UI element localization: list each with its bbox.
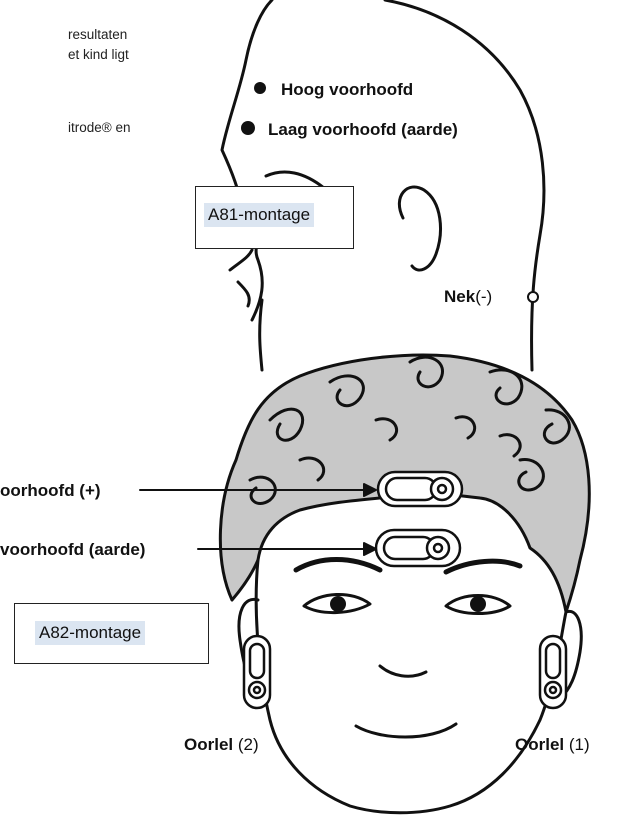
label-right-earlobe: Oorlel (1) xyxy=(515,735,590,755)
label-left-earlobe: Oorlel (2) xyxy=(184,735,259,755)
front-electrode-low xyxy=(376,530,460,566)
label-neck-text: Nek xyxy=(444,287,475,306)
label-low-forehead-front: voorhoofd (aarde) xyxy=(0,540,145,560)
label-neck: Nek(-) xyxy=(444,287,492,307)
front-electrode-left-earlobe xyxy=(244,636,270,708)
side-electrode-low xyxy=(241,121,255,135)
label-left-earlobe-text: Oorlel xyxy=(184,735,233,754)
montage-box-a82: A82-montage xyxy=(14,603,209,664)
front-left-eye xyxy=(304,594,370,612)
front-face-outline xyxy=(256,560,566,813)
side-profile-back xyxy=(385,0,544,370)
side-profile-head xyxy=(222,0,544,370)
front-right-eye xyxy=(446,596,510,614)
front-right-eyebrow xyxy=(446,561,520,572)
side-electrode-neck xyxy=(528,292,538,302)
side-electrode-high xyxy=(254,82,266,94)
montage-box-a81: A81-montage xyxy=(195,186,354,249)
montage-label-a82: A82-montage xyxy=(35,621,145,645)
montage-label-a81: A81-montage xyxy=(204,203,314,227)
label-right-earlobe-text: Oorlel xyxy=(515,735,564,754)
front-nose xyxy=(380,666,426,676)
side-profile-ear xyxy=(399,187,440,270)
label-high-forehead-side: Hoog voorhoofd xyxy=(281,80,413,100)
front-electrode-right-earlobe xyxy=(540,636,566,708)
label-low-forehead-side: Laag voorhoofd (aarde) xyxy=(268,120,458,140)
label-high-forehead-front: oorhoofd (+) xyxy=(0,481,101,501)
side-profile-outline xyxy=(222,0,272,370)
label-left-earlobe-num: (2) xyxy=(238,735,259,754)
front-mouth xyxy=(356,724,456,737)
side-profile-nose xyxy=(230,250,252,306)
front-electrode-high xyxy=(378,472,462,506)
label-neck-polarity: (-) xyxy=(475,287,492,306)
label-right-earlobe-num: (1) xyxy=(569,735,590,754)
front-left-eyebrow xyxy=(296,560,380,571)
